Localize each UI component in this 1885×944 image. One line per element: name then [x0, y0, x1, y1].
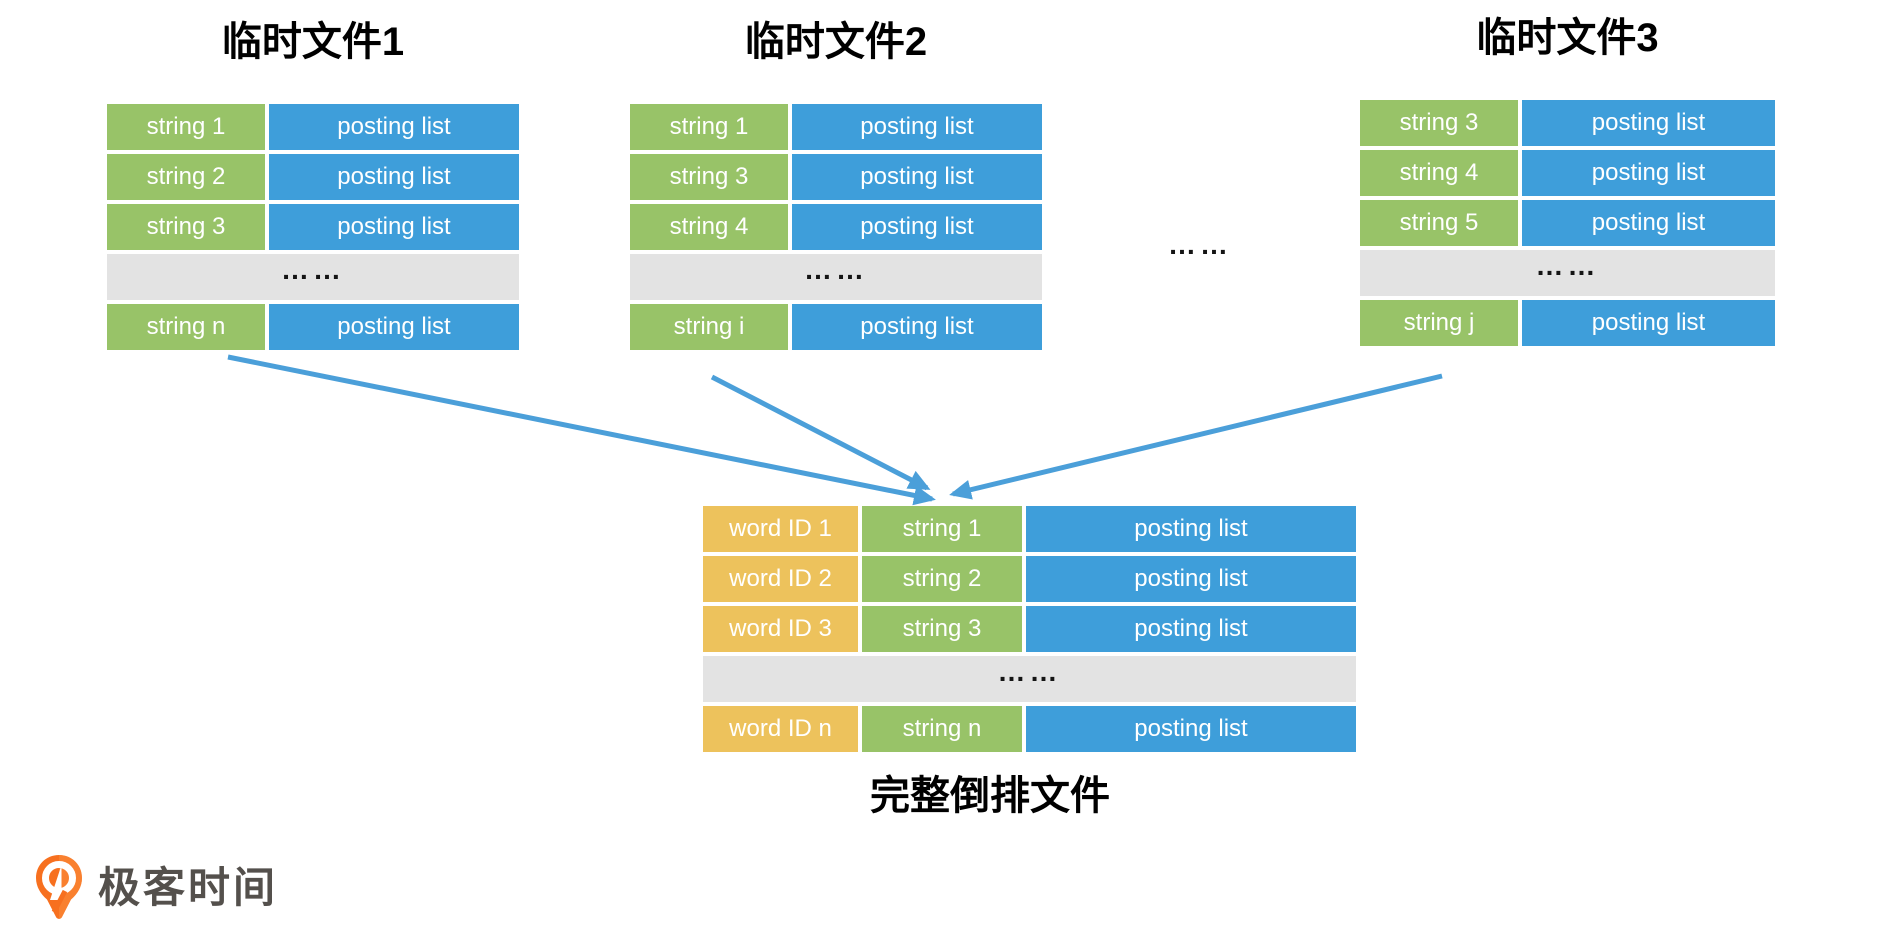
ellipsis-row: …… — [703, 656, 1356, 702]
term-cell: string 3 — [1360, 100, 1518, 146]
table-row: string 4 posting list — [1360, 150, 1775, 196]
term-cell: string 3 — [630, 154, 788, 200]
temp-file-1-title: 临时文件1 — [221, 20, 405, 64]
ellipsis-text: …… — [1168, 229, 1232, 260]
table-row: word ID 2 string 2 posting list — [703, 556, 1356, 602]
posting-list-cell: posting list — [1026, 506, 1356, 552]
posting-list-cell: posting list — [269, 104, 519, 150]
term-cell: string 4 — [630, 204, 788, 250]
posting-list-cell: posting list — [792, 104, 1042, 150]
posting-list-cell: posting list — [1026, 556, 1356, 602]
table-row: string i posting list — [630, 304, 1042, 350]
table-row: string 3 posting list — [107, 204, 519, 250]
ellipsis-row: …… — [630, 254, 1042, 300]
posting-list-cell: posting list — [792, 304, 1042, 350]
table-row: string 3 posting list — [1360, 100, 1775, 146]
posting-list-cell: posting list — [1026, 706, 1356, 752]
term-cell: string n — [862, 706, 1022, 752]
table-row: string 2 posting list — [107, 154, 519, 200]
between-files-ellipsis: …… — [1140, 229, 1260, 268]
geektime-logo-text: 极客时间 — [98, 864, 279, 911]
merged-file-table: word ID 1 string 1 posting list word ID … — [703, 506, 1356, 752]
term-cell: string j — [1360, 300, 1518, 346]
geektime-logo-icon — [36, 855, 82, 919]
term-cell: string 4 — [1360, 150, 1518, 196]
table-row: string 1 posting list — [630, 104, 1042, 150]
term-cell: string 3 — [107, 204, 265, 250]
ellipsis-text: …… — [997, 656, 1062, 687]
temp-file-1-table: string 1 posting list string 2 posting l… — [107, 104, 519, 350]
table-row: word ID n string n posting list — [703, 706, 1356, 752]
term-cell: string n — [107, 304, 265, 350]
term-cell: string 2 — [107, 154, 265, 200]
temp-file-3-title: 临时文件3 — [1476, 16, 1659, 60]
posting-list-cell: posting list — [1026, 606, 1356, 652]
ellipsis-text: …… — [804, 254, 868, 285]
term-cell: string 5 — [1360, 200, 1518, 246]
arrow-from-temp-file-1 — [227, 354, 936, 506]
ellipsis-text: …… — [1535, 250, 1600, 281]
table-row: string 4 posting list — [630, 204, 1042, 250]
posting-list-cell: posting list — [1522, 150, 1775, 196]
posting-list-cell: posting list — [792, 154, 1042, 200]
posting-list-cell: posting list — [269, 154, 519, 200]
posting-list-cell: posting list — [1522, 100, 1775, 146]
arrow-from-temp-file-2 — [710, 374, 931, 491]
term-cell: string 1 — [862, 506, 1022, 552]
posting-list-cell: posting list — [269, 204, 519, 250]
table-row: string 3 posting list — [630, 154, 1042, 200]
word-id-cell: word ID 2 — [703, 556, 858, 602]
table-row: word ID 1 string 1 posting list — [703, 506, 1356, 552]
word-id-cell: word ID 3 — [703, 606, 858, 652]
arrow-from-temp-file-3 — [949, 373, 1443, 500]
term-cell: string 2 — [862, 556, 1022, 602]
table-row: word ID 3 string 3 posting list — [703, 606, 1356, 652]
ellipsis-row: …… — [107, 254, 519, 300]
table-row: string j posting list — [1360, 300, 1775, 346]
term-cell: string 1 — [630, 104, 788, 150]
term-cell: string 1 — [107, 104, 265, 150]
table-row: string n posting list — [107, 304, 519, 350]
ellipsis-text: …… — [281, 254, 345, 285]
posting-list-cell: posting list — [792, 204, 1042, 250]
word-id-cell: word ID n — [703, 706, 858, 752]
temp-file-2-title: 临时文件2 — [744, 20, 928, 64]
posting-list-cell: posting list — [269, 304, 519, 350]
merged-file-caption: 完整倒排文件 — [870, 774, 1110, 818]
posting-list-cell: posting list — [1522, 300, 1775, 346]
posting-list-cell: posting list — [1522, 200, 1775, 246]
table-row: string 1 posting list — [107, 104, 519, 150]
word-id-cell: word ID 1 — [703, 506, 858, 552]
geektime-logo: 极客时间 — [34, 854, 278, 922]
table-row: string 5 posting list — [1360, 200, 1775, 246]
term-cell: string 3 — [862, 606, 1022, 652]
term-cell: string i — [630, 304, 788, 350]
ellipsis-row: …… — [1360, 250, 1775, 296]
temp-file-2-table: string 1 posting list string 3 posting l… — [630, 104, 1042, 350]
temp-file-3-table: string 3 posting list string 4 posting l… — [1360, 100, 1775, 346]
